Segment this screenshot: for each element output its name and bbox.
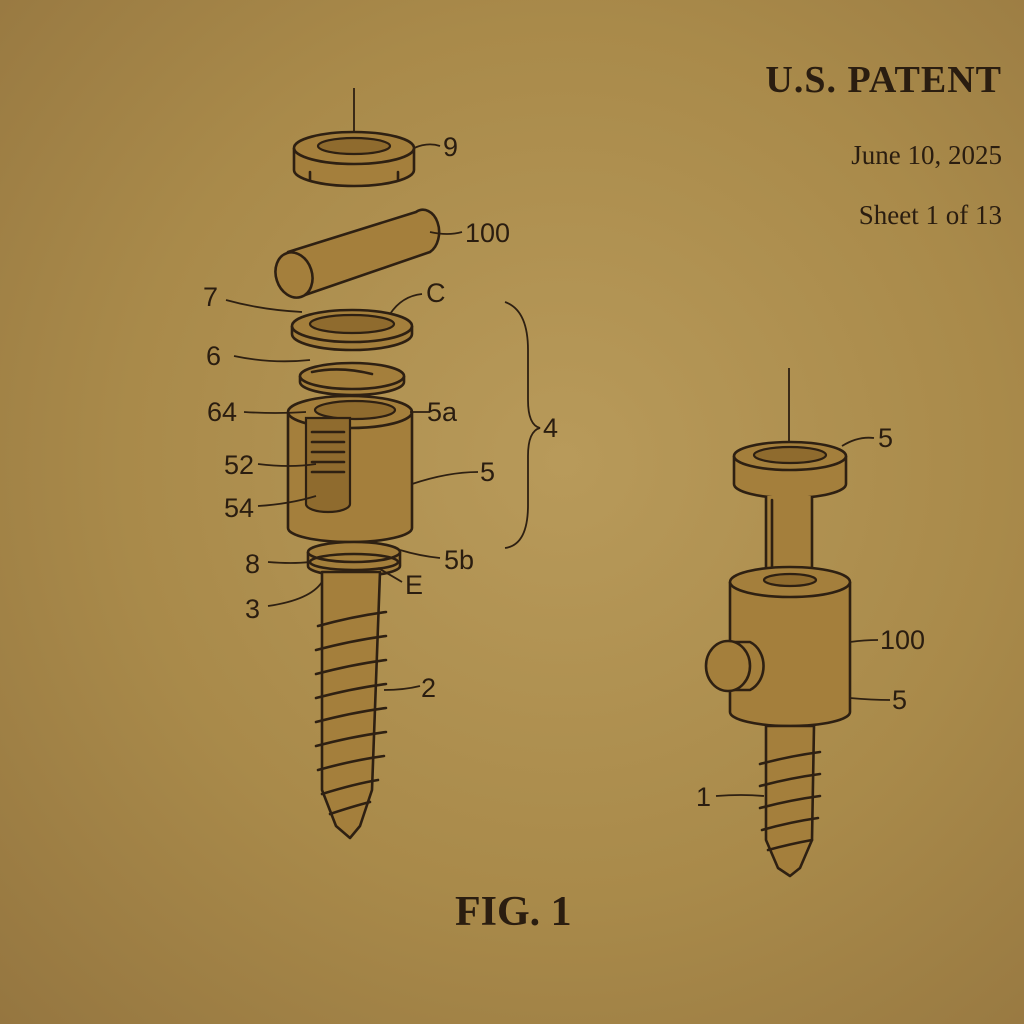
- ref-rod: 100: [465, 218, 510, 248]
- ref-cap-ring: 9: [443, 132, 458, 162]
- ref-body: 100: [880, 625, 925, 655]
- ref-ring-edge: C: [426, 278, 446, 308]
- patent-title: U.S. PATENT: [765, 59, 1002, 101]
- ref-neck: 3: [245, 594, 260, 624]
- ref-edge: E: [405, 570, 423, 600]
- patent-date: June 10, 2025: [851, 140, 1002, 170]
- assembled-view: 5 100 5 1: [696, 368, 925, 878]
- ref-disc: 6: [206, 341, 221, 371]
- ref-slot-lower: 54: [224, 493, 254, 523]
- rod: [274, 208, 441, 299]
- assembled-screw: [758, 724, 822, 878]
- ref-collar: 8: [245, 549, 260, 579]
- ref-head-bottom: 5b: [444, 545, 474, 575]
- ref-shaft: 2: [421, 673, 436, 703]
- ref-slot-upper: 52: [224, 450, 254, 480]
- ref-head-top-b: 5a: [427, 397, 458, 427]
- head: [286, 394, 414, 544]
- sheet-number: Sheet 1 of 13: [858, 200, 1002, 230]
- exploded-view: 9 100 7 C 6 4 64 5a 52 5 54 8 5b E 3 2: [203, 88, 558, 840]
- screw-shaft: [314, 570, 388, 840]
- ref-top-cap: 5: [878, 423, 893, 453]
- ref-ring: 7: [203, 282, 218, 312]
- ring: [290, 308, 414, 352]
- ref-bracket-group: 4: [543, 413, 558, 443]
- cap-ring: [292, 130, 416, 188]
- figure-caption: FIG. 1: [455, 889, 572, 935]
- top-cap: [732, 440, 848, 500]
- ref-head: 5: [480, 457, 495, 487]
- bracket-4: [504, 301, 541, 549]
- ref-head-top-a: 64: [207, 397, 237, 427]
- body: [704, 565, 852, 728]
- ref-screw: 1: [696, 782, 711, 812]
- disc: [298, 361, 406, 397]
- ref-body-lower: 5: [892, 685, 907, 715]
